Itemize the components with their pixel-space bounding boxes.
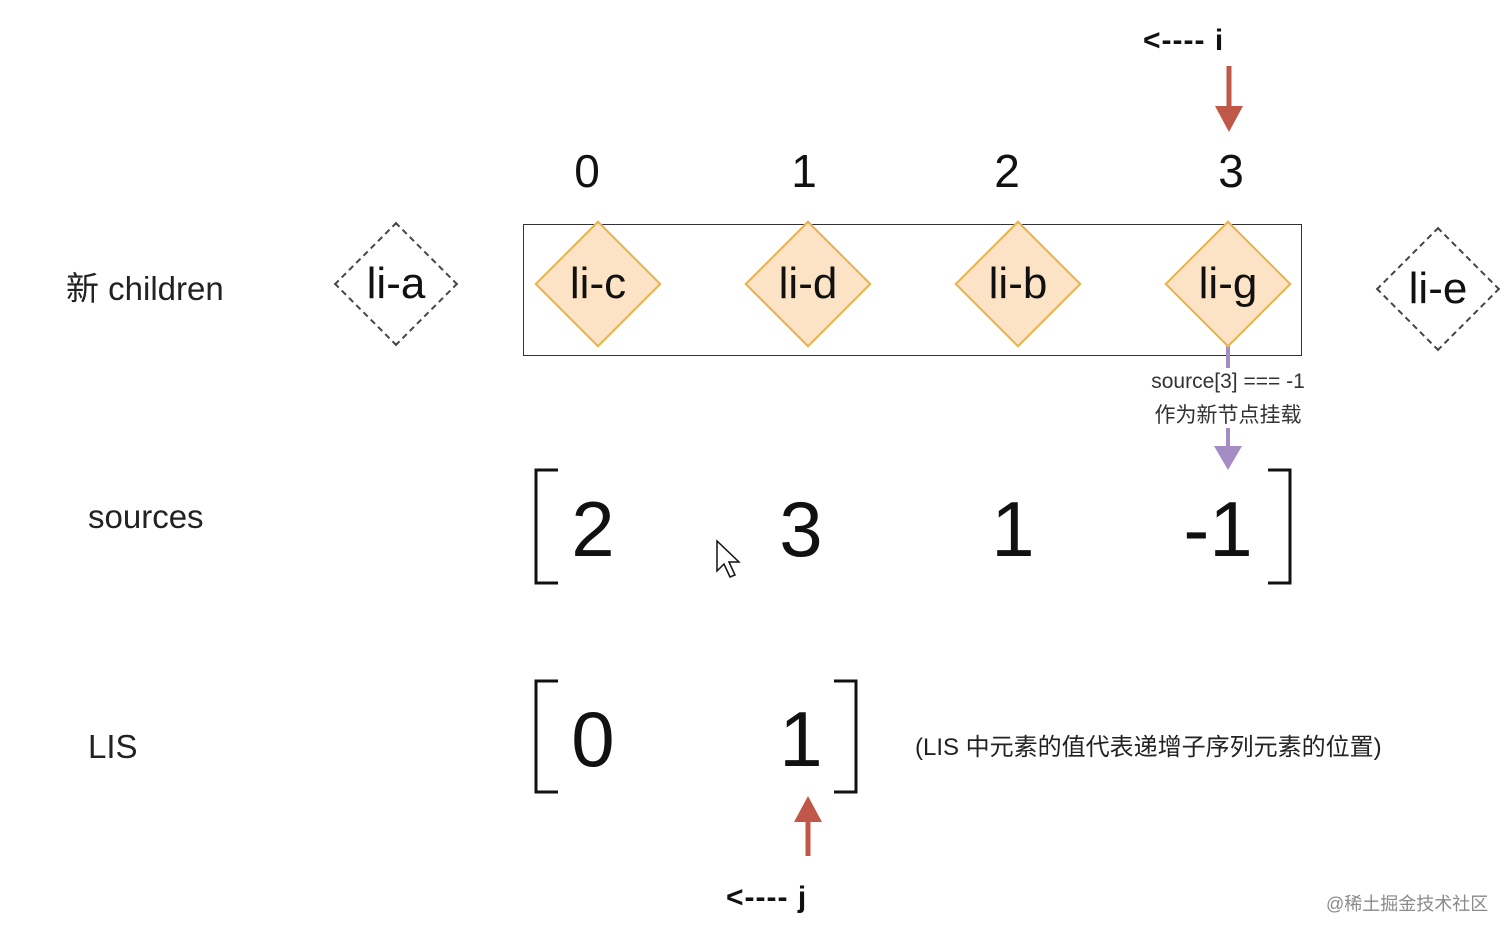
new-children-array-box [523, 224, 1302, 356]
pointer-i-label: <---- i [1143, 24, 1225, 57]
node-inside: li-g [1164, 220, 1292, 348]
node-label: li-b [988, 259, 1048, 308]
node-outside-left: li-a [333, 221, 459, 347]
node-label: li-d [778, 259, 838, 308]
node-inside: li-b [954, 220, 1082, 348]
sources-left-bracket [534, 468, 558, 585]
node-label: li-c [569, 259, 627, 308]
mouse-cursor-icon [716, 539, 741, 578]
sources-value: 3 [779, 485, 823, 573]
watermark: @稀土掘金技术社区 [1326, 894, 1489, 914]
row-label-lis: LIS [88, 728, 138, 765]
lis-right-bracket [834, 679, 858, 794]
node-label: li-a [366, 259, 426, 308]
lis-value: 1 [779, 695, 823, 783]
node-inside: li-d [744, 220, 872, 348]
sources-value: -1 [1183, 485, 1253, 573]
pointer-j-arrowhead [794, 796, 822, 822]
index-label: 0 [574, 145, 600, 197]
node-label: li-g [1198, 259, 1258, 308]
lis-left-bracket [534, 679, 558, 794]
index-label: 3 [1218, 145, 1244, 197]
purple-arrowhead [1214, 446, 1242, 470]
node-label: li-e [1408, 264, 1468, 313]
lis-note: (LIS 中元素的值代表递增子序列元素的位置) [915, 734, 1382, 761]
annotation-line1: source[3] === -1 [1151, 370, 1305, 393]
sources-value: 2 [571, 485, 615, 573]
pointer-j-label: <---- j [726, 881, 808, 914]
sources-right-bracket [1268, 468, 1292, 585]
node-outside-right: li-e [1375, 226, 1501, 352]
lis-value: 0 [571, 695, 615, 783]
row-label-sources: sources [88, 498, 204, 535]
index-label: 1 [791, 145, 817, 197]
pointer-i-arrowhead [1215, 106, 1243, 132]
index-label: 2 [994, 145, 1020, 197]
node-inside: li-c [534, 220, 662, 348]
sources-value: 1 [991, 485, 1035, 573]
annotation-line2: 作为新节点挂载 [1154, 404, 1302, 427]
row-label-new-children: 新 children [66, 270, 224, 307]
